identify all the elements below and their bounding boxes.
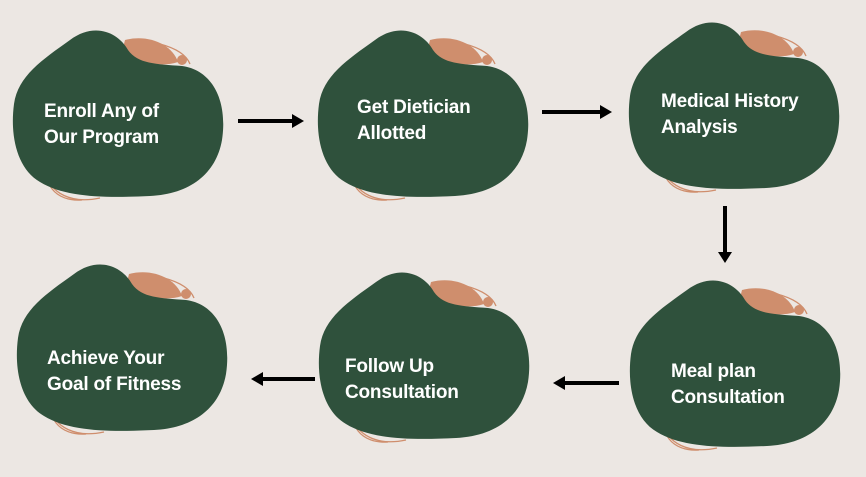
blob-shape xyxy=(317,30,529,201)
step-label-line2: Our Program xyxy=(44,127,159,148)
arrow-left xyxy=(553,376,619,390)
step-label-line2: Allotted xyxy=(357,123,427,144)
step-label-line1: Enroll Any of xyxy=(44,101,159,122)
step-meal-plan: Meal plan Consultation xyxy=(627,272,842,457)
step-medical-history: Medical History Analysis xyxy=(626,14,841,199)
accent-dot xyxy=(177,55,187,65)
step-label-line1: Follow Up xyxy=(345,356,434,377)
step-label-line2: Consultation xyxy=(671,387,785,408)
blob xyxy=(628,22,840,189)
blob-shape xyxy=(16,264,228,435)
step-follow-up: Follow Up Consultation xyxy=(316,264,531,449)
accent-arc xyxy=(159,43,191,65)
accent-arc xyxy=(465,285,497,307)
step-label: Get Dietician Allotted xyxy=(357,95,471,147)
accent-arc xyxy=(775,35,807,57)
blob xyxy=(629,280,841,447)
step-label-line2: Analysis xyxy=(661,117,738,138)
step-label: Enroll Any of Our Program xyxy=(44,99,159,151)
blob-shape xyxy=(628,22,840,193)
blob xyxy=(317,30,529,197)
step-label-line2: Goal of Fitness xyxy=(47,374,182,395)
blob xyxy=(12,30,224,197)
step-label: Medical History Analysis xyxy=(661,89,799,141)
blob-shape xyxy=(318,272,530,443)
accent-arc xyxy=(776,293,808,315)
accent-dot xyxy=(181,289,191,299)
accent-dot xyxy=(794,305,804,315)
arrow-down xyxy=(718,206,732,263)
blob-shape xyxy=(629,280,841,451)
step-label-line1: Meal plan xyxy=(671,361,756,382)
step-label: Achieve Your Goal of Fitness xyxy=(47,346,181,398)
accent-dot xyxy=(482,55,492,65)
accent-arc xyxy=(163,277,195,299)
arrow-right xyxy=(238,114,304,128)
blob xyxy=(318,272,530,439)
step-label-line1: Medical History xyxy=(661,91,799,112)
accent-dot xyxy=(483,297,493,307)
step-get-dietician: Get Dietician Allotted xyxy=(315,22,530,207)
blob xyxy=(16,264,228,431)
step-label-line1: Get Dietician xyxy=(357,97,471,118)
step-label-line2: Consultation xyxy=(345,382,459,403)
step-enroll: Enroll Any of Our Program xyxy=(10,22,225,207)
accent-arc xyxy=(464,43,496,65)
blob-shape xyxy=(12,30,224,201)
step-label: Follow Up Consultation xyxy=(345,354,459,406)
step-achieve-goal: Achieve Your Goal of Fitness xyxy=(14,256,229,441)
arrow-left xyxy=(251,372,315,386)
arrow-right xyxy=(542,105,612,119)
accent-dot xyxy=(793,47,803,57)
step-label-line1: Achieve Your xyxy=(47,348,165,369)
step-label: Meal plan Consultation xyxy=(671,359,785,411)
